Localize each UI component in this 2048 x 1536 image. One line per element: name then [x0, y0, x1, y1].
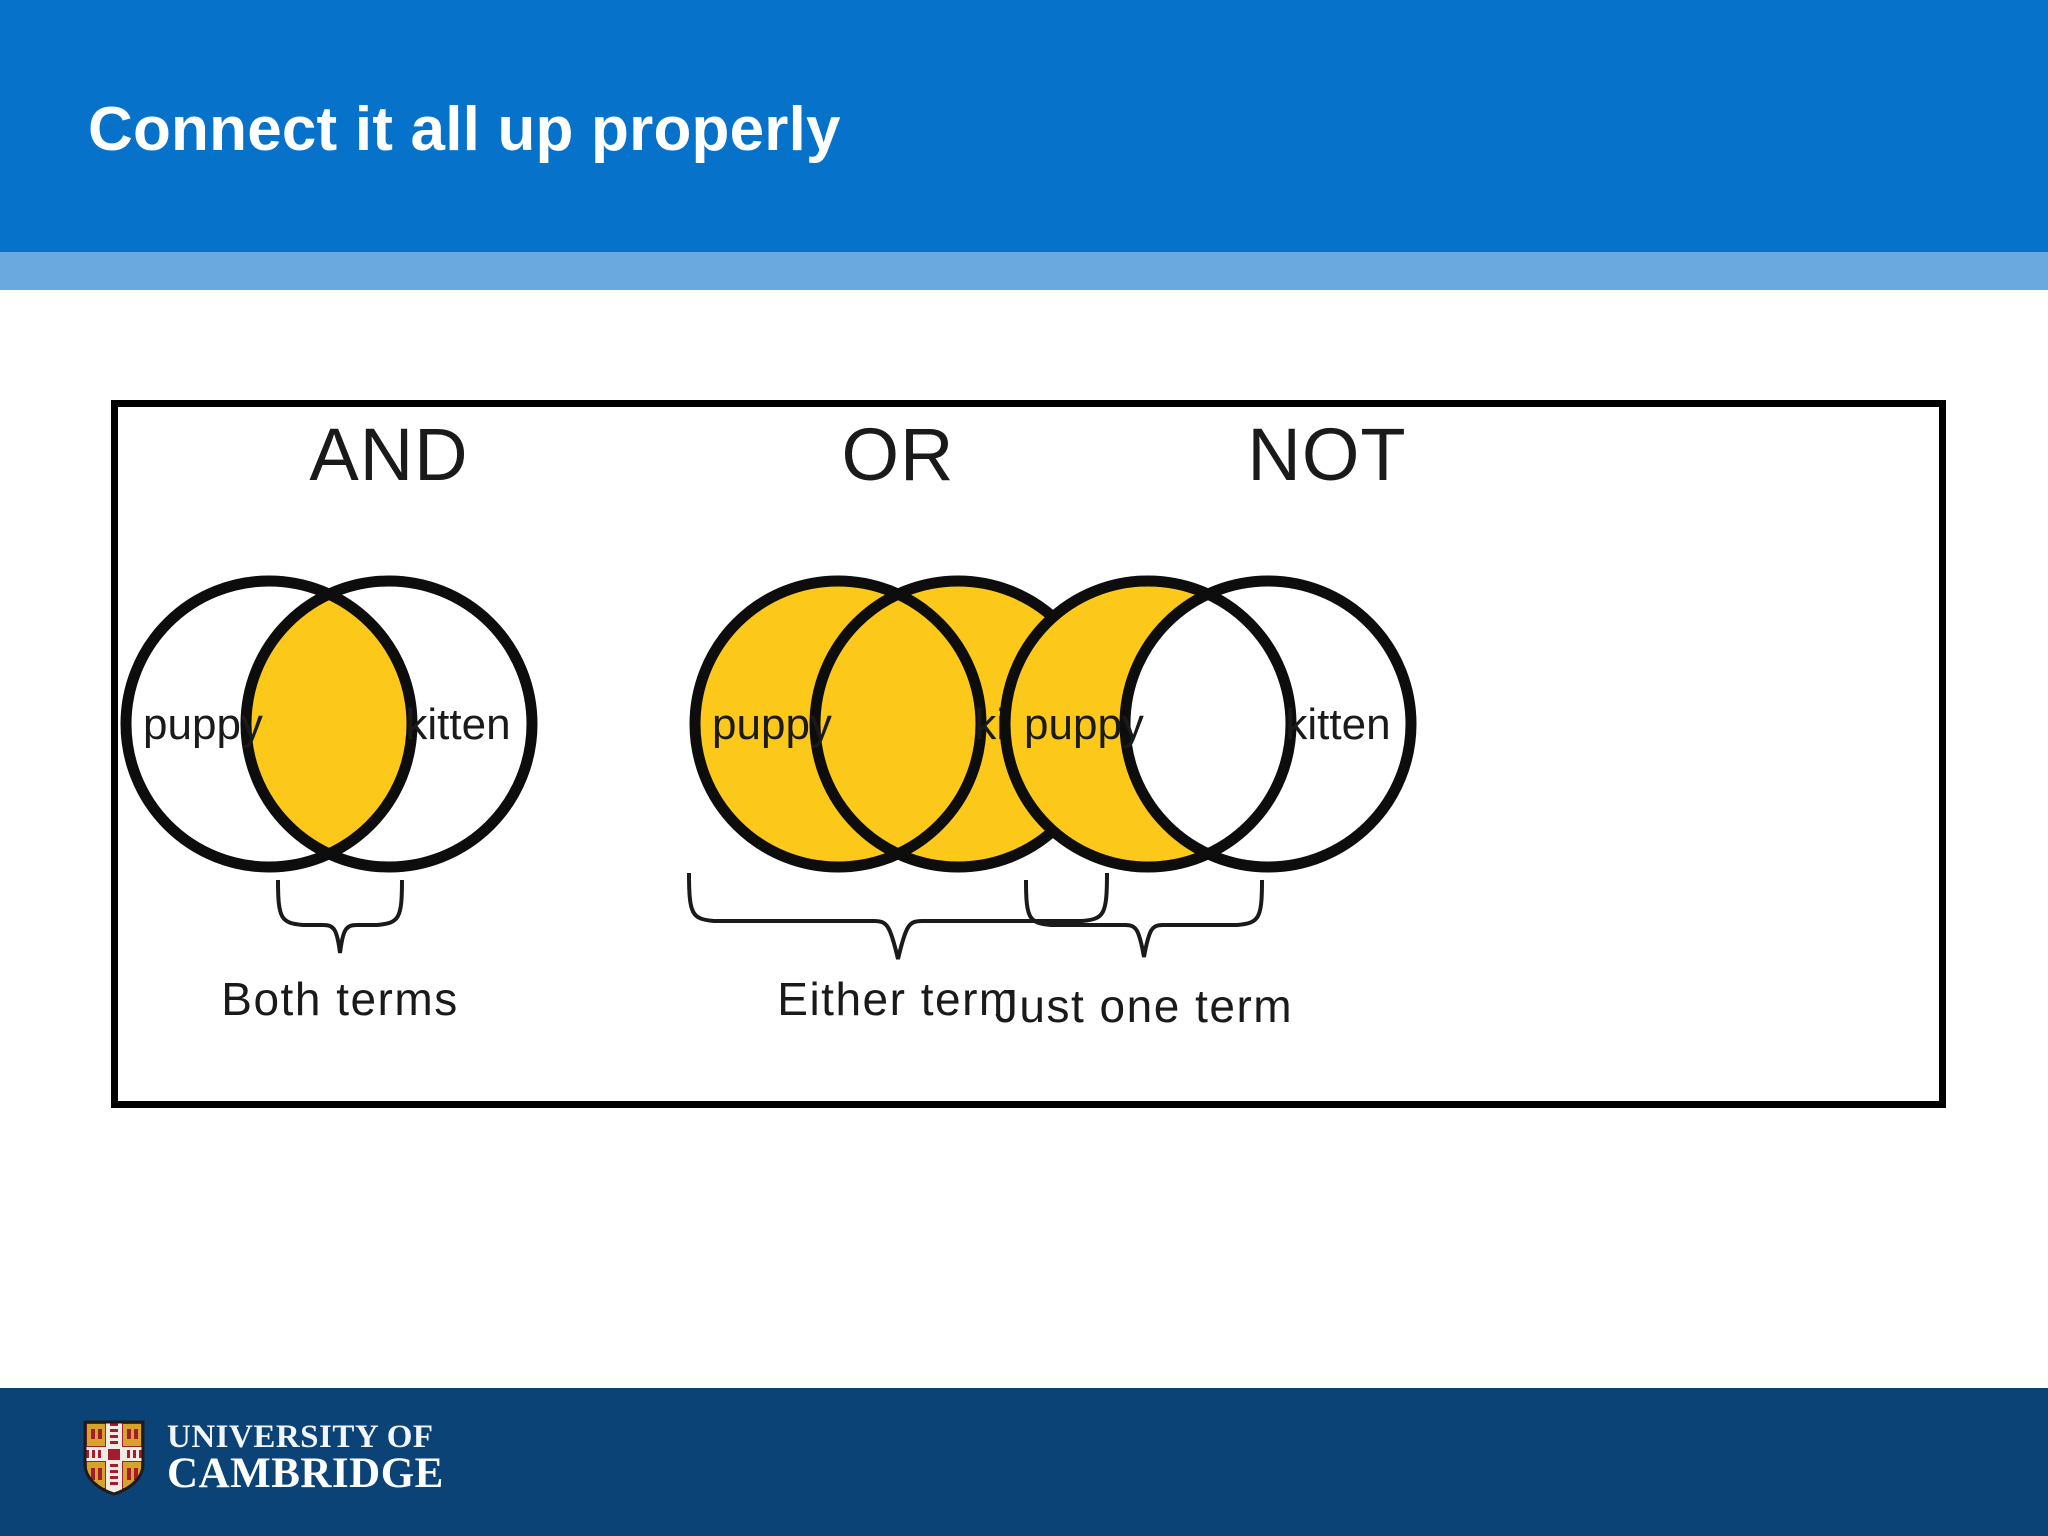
venn-circle-not-left	[999, 575, 1297, 873]
slide-body: AND puppy kitten Both terms OR	[0, 290, 2048, 1388]
header-accent-band	[0, 252, 2048, 290]
page-title: Connect it all up properly	[88, 95, 841, 164]
venn-caption-or: Either term	[777, 973, 1018, 1025]
cambridge-wordmark-line1: UNIVERSITY OF	[167, 1418, 434, 1455]
cambridge-wordmark-line2: CAMBRIDGE	[167, 1450, 444, 1498]
venn-operator-title-or: OR	[842, 413, 955, 496]
slide-header: Connect it all up properly	[0, 0, 2048, 252]
venn-caption-and: Both terms	[221, 973, 458, 1025]
venn-brace-and	[276, 879, 404, 954]
venn-circle-and-left	[120, 575, 418, 873]
cambridge-shield-icon	[83, 1420, 145, 1496]
venn-term-or-left: puppy	[712, 700, 832, 749]
venn-diagram-svg: AND puppy kitten Both terms OR	[120, 413, 1418, 1032]
venn-term-not-right: kitten	[1285, 700, 1390, 749]
venn-shade-and-intersection	[246, 581, 412, 867]
venn-operator-title-and: AND	[309, 413, 468, 496]
venn-caption-not: Just one term	[995, 980, 1293, 1032]
venn-brace-not	[1024, 879, 1264, 958]
cambridge-wordmark: UNIVERSITY OF CAMBRIDGE	[167, 1418, 444, 1498]
venn-circle-not-right	[1119, 575, 1417, 873]
venn-term-and-right: kitten	[405, 700, 510, 749]
venn-term-and-left: puppy	[143, 700, 263, 749]
cambridge-logo: UNIVERSITY OF CAMBRIDGE	[83, 1420, 444, 1496]
venn-group-not: NOT puppy kitten Just one term	[978, 413, 1418, 1032]
venn-operator-title-not: NOT	[1247, 413, 1406, 496]
venn-diagram-figure: AND puppy kitten Both terms OR	[111, 400, 1946, 1108]
venn-term-not-left: puppy	[1024, 700, 1144, 749]
slide-footer: UNIVERSITY OF CAMBRIDGE	[0, 1388, 2048, 1536]
venn-brace-or	[687, 872, 1109, 960]
venn-circle-and-right	[240, 575, 538, 873]
venn-group-and: AND puppy kitten Both terms	[120, 413, 538, 1025]
